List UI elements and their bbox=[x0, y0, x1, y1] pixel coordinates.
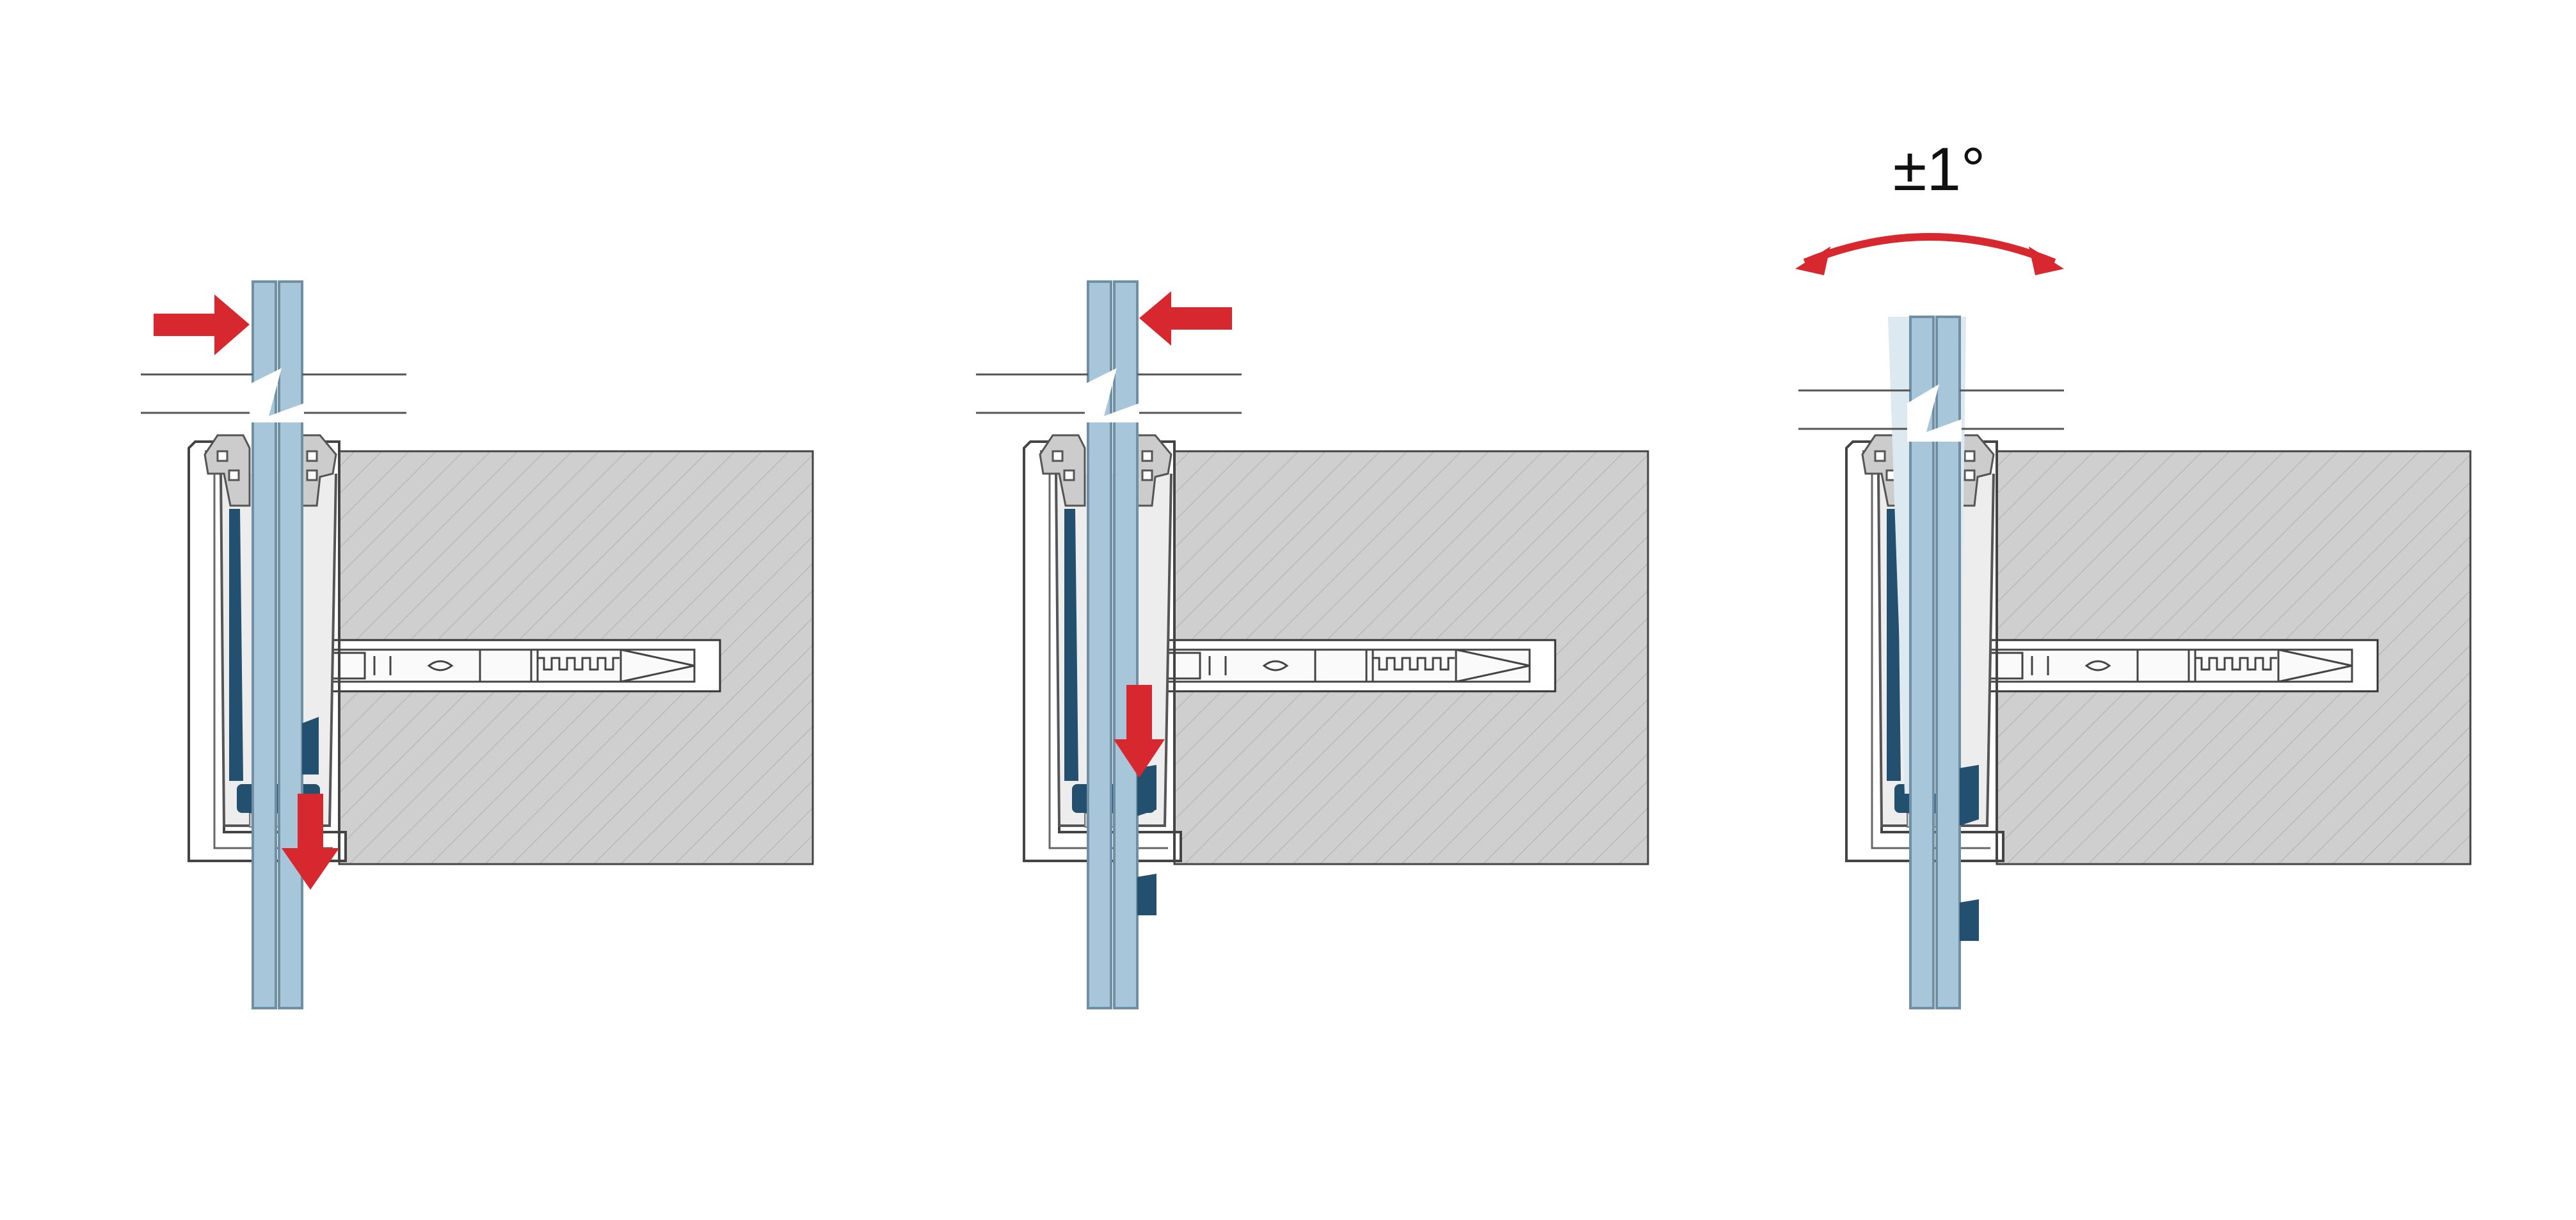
panel-step-3 bbox=[1795, 233, 2472, 1009]
left-arrow bbox=[1139, 291, 1232, 346]
right-gasket-upper bbox=[1960, 765, 1979, 826]
break-lines bbox=[1798, 384, 2064, 442]
right-gasket-lower bbox=[1960, 899, 1979, 941]
break-lines bbox=[141, 368, 406, 422]
break-lines bbox=[976, 368, 1242, 422]
tilt-angle-label: ±1° bbox=[1892, 135, 1986, 204]
panel-step-1 bbox=[141, 280, 814, 1009]
down-arrow bbox=[1114, 685, 1165, 778]
right-gasket-lower bbox=[302, 717, 319, 775]
right-gasket-upper bbox=[1137, 765, 1156, 816]
double-curved-arrow bbox=[1795, 233, 2064, 275]
panel-step-2 bbox=[976, 280, 1649, 1009]
down-arrow bbox=[282, 794, 339, 890]
right-gasket-lower bbox=[1137, 874, 1156, 915]
right-arrow bbox=[154, 294, 250, 355]
